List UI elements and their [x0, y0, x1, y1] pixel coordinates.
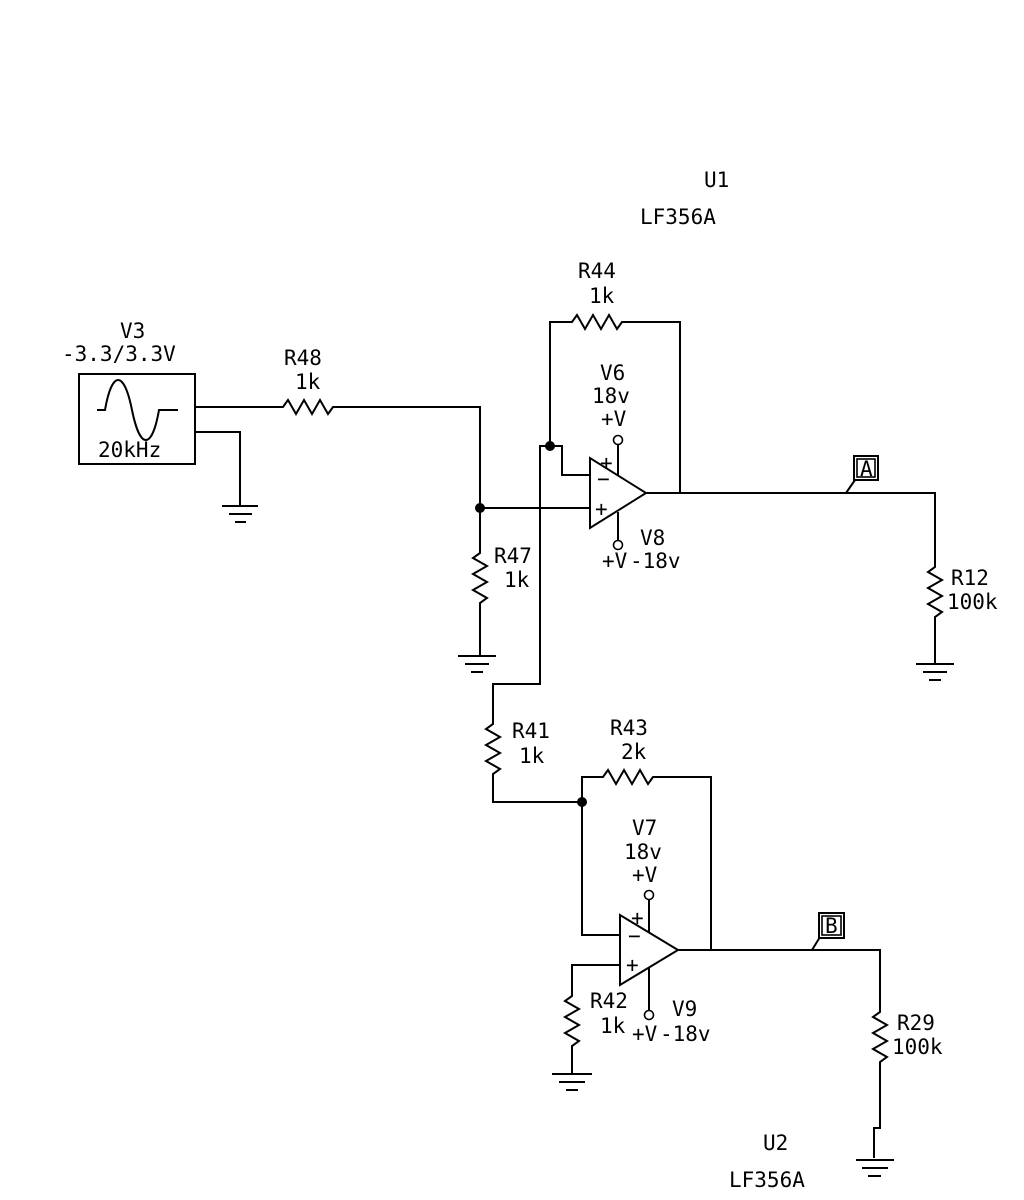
wire-r44-left	[549, 321, 565, 446]
supply-v8-label: +V	[602, 549, 628, 573]
resistor-r42-ref: R42	[590, 989, 628, 1013]
wire-u1-minus	[550, 445, 590, 476]
supply-v6-label: +V	[601, 407, 627, 431]
wire-r44-right	[630, 321, 681, 493]
supply-v7-ref: V7	[632, 816, 657, 840]
resistor-r43-value: 2k	[621, 740, 647, 764]
resistor-r42[interactable]	[562, 990, 582, 1052]
resistor-r48-ref: R48	[284, 346, 322, 370]
ground-symbol	[916, 663, 954, 681]
resistor-r43-ref: R43	[610, 716, 648, 740]
resistor-r42-value: 1k	[600, 1014, 626, 1038]
supply-v7-label: +V	[632, 863, 658, 887]
opamp-u2-part: LF356A	[729, 1168, 805, 1192]
resistor-r48[interactable]	[268, 397, 340, 417]
resistor-r43[interactable]	[598, 767, 662, 787]
resistor-r29-value: 100k	[892, 1035, 943, 1059]
opamp-u2-plus-pin: +	[631, 906, 644, 930]
resistor-r29-ref: R29	[897, 1011, 935, 1035]
supply-v7-value: 18v	[624, 840, 662, 864]
wire-u1-minus-to-r41	[492, 445, 550, 718]
supply-v7-pin[interactable]	[643, 889, 655, 901]
opamp-u1-minus-pin: −	[597, 467, 610, 491]
probe-b[interactable]	[811, 912, 845, 951]
supply-v6-ref: V6	[600, 361, 625, 385]
opamp-u1[interactable]	[589, 456, 648, 530]
opamp-u1-ref: U1	[704, 168, 729, 192]
probe-a-label: A	[860, 457, 873, 481]
wire-r29-ground	[873, 1070, 881, 1158]
supply-v6-value: 18v	[592, 384, 630, 408]
source-v3-frequency: 20kHz	[98, 438, 161, 462]
resistor-r12-value: 100k	[947, 590, 998, 614]
resistor-r29[interactable]	[870, 1005, 890, 1070]
resistor-r47-ref: R47	[494, 544, 532, 568]
resistor-r41-ref: R41	[512, 719, 550, 743]
opamp-u2-minus-pin: −	[628, 924, 641, 948]
source-v3-ref: V3	[120, 319, 145, 343]
supply-v9-pin[interactable]	[643, 1009, 655, 1021]
wire-r43-left	[581, 776, 598, 802]
supply-v6-pin[interactable]	[612, 434, 624, 446]
supply-v9-ref: V9	[672, 997, 697, 1021]
probe-a[interactable]	[845, 455, 879, 494]
wire-u2-plus	[571, 964, 620, 990]
resistor-r41-value: 1k	[519, 744, 545, 768]
resistor-r44-ref: R44	[578, 259, 616, 283]
wire-u2-output	[678, 949, 881, 1005]
wire-u2-minus	[581, 802, 620, 936]
resistor-r12-ref: R12	[951, 566, 989, 590]
ground-symbol	[222, 505, 258, 523]
ground-symbol	[458, 655, 496, 673]
wire-u1-output	[646, 492, 936, 560]
source-v3[interactable]	[78, 373, 196, 465]
opamp-u1-part: LF356A	[640, 205, 716, 229]
opamp-u2-ref: U2	[763, 1131, 788, 1155]
resistor-r47[interactable]	[470, 545, 490, 610]
resistor-r44-value: 1k	[589, 284, 615, 308]
wire-source-ground	[195, 431, 241, 505]
supply-v9-label: +V	[632, 1022, 658, 1046]
opamp-u2[interactable]	[619, 913, 680, 987]
ground-symbol	[552, 1073, 592, 1091]
resistor-r48-value: 1k	[295, 370, 321, 394]
supply-v9-value: -18v	[660, 1022, 711, 1046]
wire-r43-right	[662, 776, 712, 950]
wire-r41-to-u2-minus	[492, 782, 582, 803]
resistor-r12[interactable]	[925, 560, 945, 624]
supply-v8-ref: V8	[640, 526, 665, 550]
resistor-r47-value: 1k	[504, 568, 530, 592]
ground-symbol	[856, 1159, 894, 1177]
supply-v8-value: -18v	[630, 549, 681, 573]
wire-r48-to-node	[340, 406, 481, 508]
opamp-u1-plus-pin: +	[595, 497, 608, 521]
resistor-r41[interactable]	[483, 718, 503, 782]
opamp-u1-plus-pin: +	[600, 451, 613, 475]
supply-v8-pin[interactable]	[612, 539, 624, 551]
probe-b-label: B	[825, 914, 838, 938]
resistor-r44[interactable]	[565, 312, 630, 332]
source-v3-value: -3.3/3.3V	[62, 342, 176, 366]
opamp-u2-plus-pin: +	[626, 953, 639, 977]
